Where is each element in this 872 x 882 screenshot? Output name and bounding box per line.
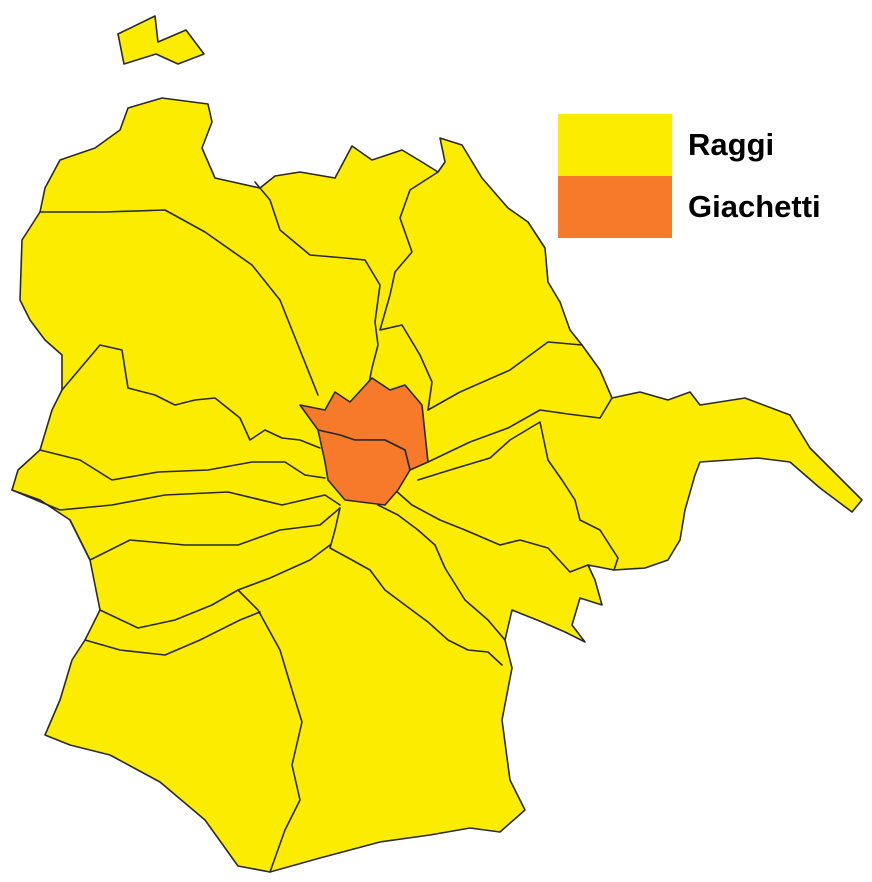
legend-item-giachetti: Giachetti [558, 176, 821, 238]
legend-swatch-raggi [558, 114, 672, 176]
legend: Raggi Giachetti [558, 114, 821, 238]
legend-swatch-giachetti [558, 176, 672, 238]
border-south-west [84, 611, 261, 656]
border-sw-2 [99, 544, 331, 629]
border-sw-3 [237, 589, 303, 873]
legend-item-raggi: Raggi [558, 114, 821, 176]
border-east-3 [417, 421, 619, 571]
legend-label-raggi: Raggi [688, 127, 775, 162]
border-north [254, 181, 381, 389]
border-sw-1 [69, 507, 341, 561]
district-centro-sud [317, 429, 411, 506]
legend-label-giachetti: Giachetti [688, 189, 821, 224]
border-south-1 [329, 507, 503, 666]
district-islet [117, 15, 205, 65]
border-south-2 [377, 504, 506, 641]
border-ne [379, 171, 439, 411]
border-east-1 [427, 341, 583, 411]
border-east-2 [427, 397, 613, 463]
border-west-2 [39, 449, 326, 481]
border-south-3 [394, 489, 589, 573]
border-west-3 [11, 489, 341, 511]
border-nw [39, 209, 319, 396]
border-west-1 [61, 344, 321, 449]
